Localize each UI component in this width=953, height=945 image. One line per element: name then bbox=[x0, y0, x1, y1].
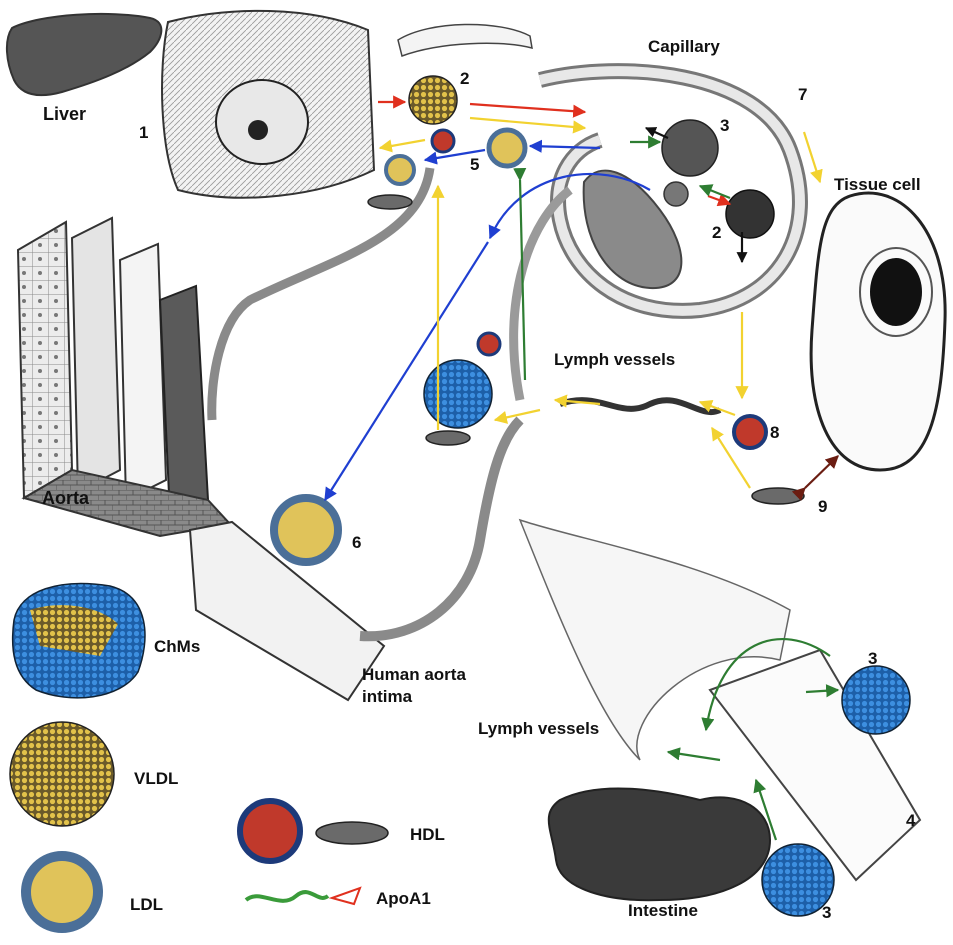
number-2-capillary: 2 bbox=[712, 223, 721, 242]
number-7: 7 bbox=[798, 85, 807, 104]
hdl-disc-lymph bbox=[425, 430, 471, 446]
enterocyte-column bbox=[708, 648, 922, 882]
intestine-organ bbox=[547, 787, 772, 902]
legend-hdl-disc-icon bbox=[315, 821, 389, 845]
chm-particle-enterocyte bbox=[841, 665, 911, 735]
legend-hdl-spheroid-icon bbox=[237, 798, 303, 864]
number-8: 8 bbox=[770, 423, 779, 442]
number-3-intestine-bottom: 3 bbox=[822, 903, 831, 922]
label-intestine: Intestine bbox=[628, 901, 698, 920]
label-liver: Liver bbox=[43, 104, 86, 124]
number-3-intestine-top: 3 bbox=[868, 649, 877, 668]
chm-particle-lymph bbox=[423, 359, 493, 429]
label-aorta-intima-1: Human aorta bbox=[362, 665, 466, 684]
legend-chms-label: ChMs bbox=[154, 637, 200, 656]
vessel-liver-aorta bbox=[207, 167, 435, 421]
hepatocyte-cell bbox=[161, 9, 376, 199]
liver-organ-shape bbox=[6, 12, 163, 97]
vldl-particle-liver bbox=[408, 75, 458, 125]
label-tissue-cell: Tissue cell bbox=[834, 175, 921, 194]
hdl-disc-9 bbox=[751, 487, 805, 505]
legend-vldl-label: VLDL bbox=[134, 769, 178, 788]
aorta-intima-section bbox=[188, 520, 386, 702]
aorta-wall-layers bbox=[16, 216, 232, 538]
number-6: 6 bbox=[352, 533, 361, 552]
tissue-cell bbox=[809, 191, 947, 472]
number-5: 5 bbox=[470, 155, 479, 174]
legend-apoa1-icon bbox=[244, 886, 362, 906]
number-9: 9 bbox=[818, 497, 827, 516]
hdl-spheroid-lymph bbox=[476, 331, 502, 357]
label-lymph-vessels-bottom: Lymph vessels bbox=[478, 719, 599, 738]
label-capillary: Capillary bbox=[648, 37, 720, 56]
ldl-particle-capillary bbox=[663, 181, 689, 207]
legend-apoa1-label: ApoA1 bbox=[376, 889, 431, 908]
ldl-particle-liver bbox=[384, 154, 416, 186]
vessel-intima-lymph bbox=[359, 416, 524, 642]
number-1: 1 bbox=[139, 123, 148, 142]
legend-chms-icon bbox=[11, 582, 146, 699]
ldl-particle-6 bbox=[270, 494, 342, 566]
ldl-particle-5 bbox=[486, 127, 528, 169]
label-lymph-vessels-top: Lymph vessels bbox=[554, 350, 675, 369]
chm-particle-intestine bbox=[761, 843, 835, 917]
lymph-network bbox=[518, 518, 791, 761]
hdl-spheroid-liver bbox=[430, 128, 456, 154]
legend-ldl-label: LDL bbox=[130, 895, 163, 914]
label-aorta-intima-2: intima bbox=[362, 687, 413, 706]
number-2-liver: 2 bbox=[460, 69, 469, 88]
legend-hdl-label: HDL bbox=[410, 825, 445, 844]
chm-remnant-capillary bbox=[661, 119, 719, 177]
hdl-disc-liver bbox=[367, 194, 413, 210]
hdl-spheroid-8 bbox=[732, 414, 768, 450]
mitochondrion-outline bbox=[397, 23, 533, 57]
vldl-particle-capillary bbox=[725, 189, 775, 239]
arrows bbox=[324, 95, 840, 841]
legend-ldl-icon bbox=[21, 851, 103, 933]
capillary-vessel bbox=[538, 63, 808, 319]
label-aorta: Aorta bbox=[42, 488, 90, 508]
number-4: 4 bbox=[906, 811, 916, 830]
legend-vldl-icon bbox=[9, 721, 115, 827]
number-3-capillary: 3 bbox=[720, 116, 729, 135]
